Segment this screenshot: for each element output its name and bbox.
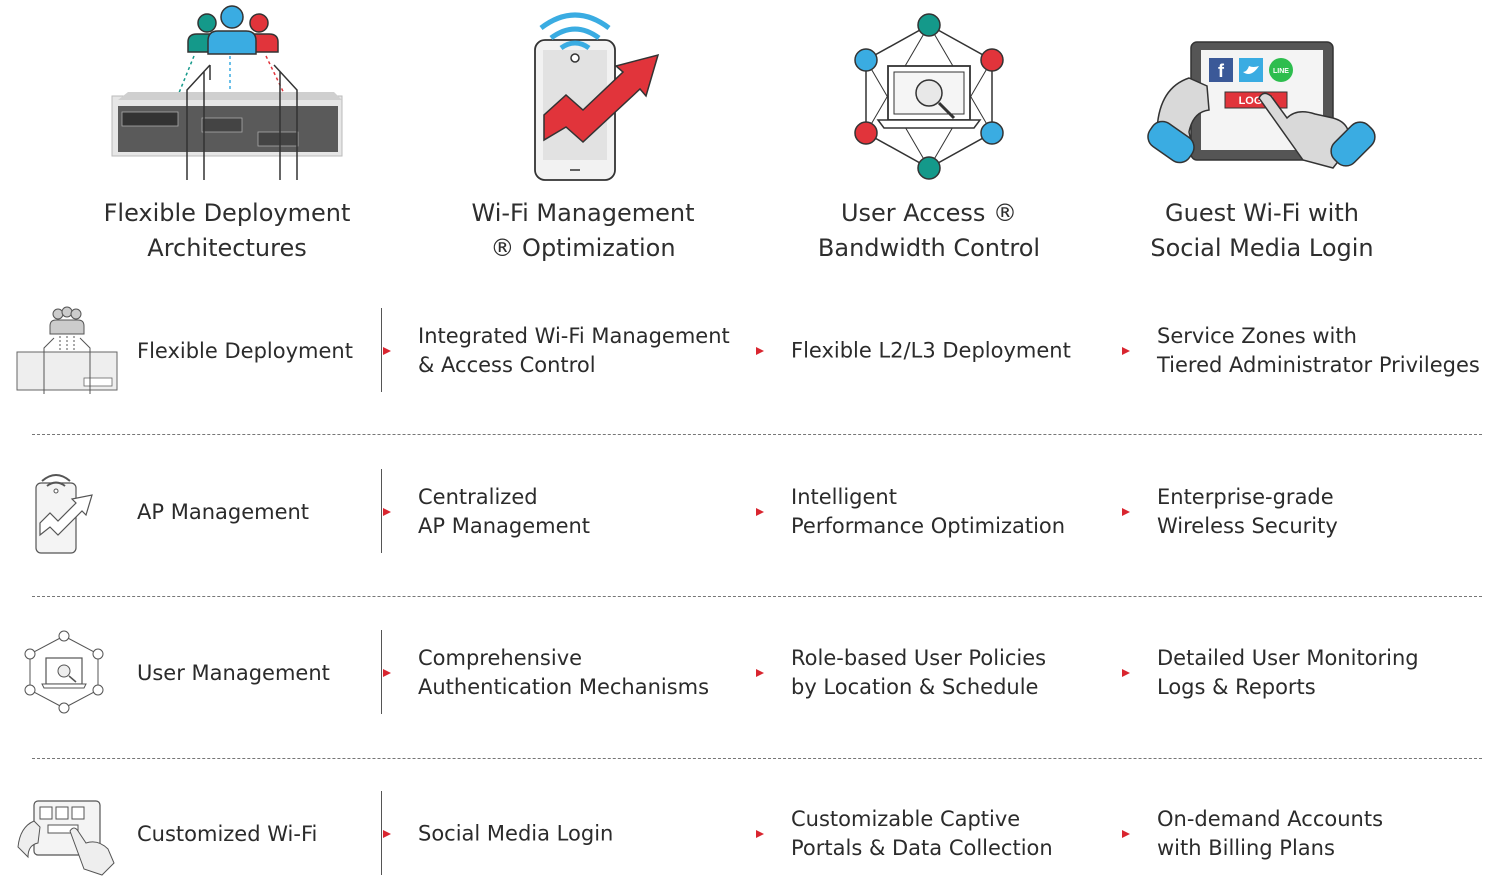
server-users-icon	[16, 306, 118, 394]
feature-title: Wi-Fi Management ® Optimization	[471, 199, 695, 262]
arrow-icon	[756, 508, 764, 516]
divider	[381, 630, 382, 714]
arrow-icon	[756, 669, 764, 677]
row-label: AP Management	[137, 500, 310, 524]
row-label: Customized Wi-Fi	[137, 822, 318, 846]
row-ap-management: AP Management Centralized AP Management …	[0, 457, 1490, 567]
feature-wifi-management: Wi-Fi Management ® Optimization	[418, 0, 748, 280]
tablet-social-login-icon: f LINE LOGIN	[1147, 41, 1376, 169]
arrow-icon	[1122, 347, 1130, 355]
feature-flexible-deployment: Flexible Deployment Architectures	[62, 0, 392, 280]
row-separator	[32, 758, 1482, 759]
feature-guest-wifi: f LINE LOGIN Guest Wi-Fi with Social Med…	[1097, 0, 1427, 280]
divider	[381, 308, 382, 392]
row-separator	[32, 596, 1482, 597]
twitter-icon	[1243, 66, 1259, 74]
feature-title: User Access ® Bandwidth Control	[817, 199, 1041, 262]
arrow-icon	[1122, 669, 1130, 677]
arrow-icon	[1122, 830, 1130, 838]
row-cell: Flexible L2/L3 Deployment	[791, 338, 1071, 363]
arrow-icon	[383, 508, 391, 516]
row-label: User Management	[137, 661, 330, 685]
row-cell: Integrated Wi-Fi Management & Access Con…	[418, 324, 730, 377]
row-cell: Intelligent Performance Optimization	[791, 485, 1066, 538]
arrow-icon	[756, 830, 764, 838]
row-user-management: User Management Comprehensive Authentica…	[0, 618, 1490, 728]
tablet-wifi-growth-icon	[534, 12, 660, 181]
row-label: Flexible Deployment	[137, 339, 353, 363]
laptop-network-icon	[24, 630, 104, 714]
facebook-icon: f	[1218, 61, 1225, 81]
row-flexible-deployment: Flexible Deployment Integrated Wi-Fi Man…	[0, 296, 1490, 406]
row-cell: Social Media Login	[418, 821, 614, 846]
feature-user-access: User Access ® Bandwidth Control	[764, 0, 1094, 280]
row-cell: Enterprise-grade Wireless Security	[1157, 485, 1338, 538]
row-cell: Comprehensive Authentication Mechanisms	[418, 646, 710, 699]
feature-title: Guest Wi-Fi with Social Media Login	[1150, 199, 1374, 262]
line-icon: LINE	[1273, 68, 1289, 75]
row-cell: Service Zones with Tiered Administrator …	[1157, 324, 1480, 377]
row-cell: Role-based User Policies by Location & S…	[791, 646, 1047, 699]
arrow-icon	[756, 347, 764, 355]
row-customized-wifi: Customized Wi-Fi Social Media Login Cust…	[0, 779, 1490, 889]
arrow-icon	[1122, 508, 1130, 516]
divider	[381, 791, 382, 875]
row-cell: Detailed User Monitoring Logs & Reports	[1157, 646, 1419, 699]
laptop-network-icon	[854, 13, 1004, 180]
row-cell: Customizable Captive Portals & Data Coll…	[791, 807, 1053, 860]
arrow-icon	[383, 669, 391, 677]
arrow-icon	[383, 830, 391, 838]
row-separator	[32, 434, 1482, 435]
tablet-social-login-icon	[17, 800, 115, 876]
arrow-icon	[383, 347, 391, 355]
feature-title: Flexible Deployment Architectures	[103, 199, 351, 262]
row-cell: On-demand Accounts with Billing Plans	[1157, 807, 1384, 860]
row-cell: Centralized AP Management	[418, 485, 591, 538]
tablet-wifi-growth-icon	[35, 474, 93, 554]
server-users-icon	[111, 5, 343, 180]
divider	[381, 469, 382, 553]
